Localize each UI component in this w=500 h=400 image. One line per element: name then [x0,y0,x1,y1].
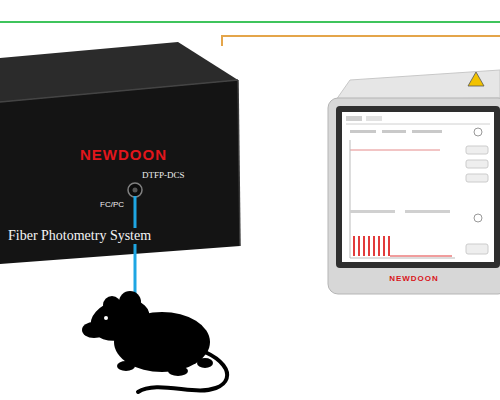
brand-name: NEWDOON [80,146,167,163]
mouse-eye [104,316,108,320]
box-edge [0,80,238,102]
photometry-box: NEWDOON DTFP-DCS FC/PC Fiber Photometry Sys… [0,102,238,262]
control-device: NEWDOON [328,272,500,290]
brand-name: NEWDOON [328,274,500,283]
mouse-figure [82,291,227,392]
product-name: Fiber Photometry System [6,228,153,244]
fiber-port-core [133,188,138,193]
device-housing [328,98,500,294]
box-edge [238,80,240,246]
orange-cable [222,36,500,46]
screen-bezel [336,106,500,268]
screen-display [342,112,494,262]
device-top-face [336,70,500,100]
screen-ui [346,116,490,258]
box-front-face [0,80,240,264]
warning-triangle [468,72,484,86]
fiber-port [128,183,142,197]
port-label: FC/PC [100,200,124,209]
optical-fiber [134,196,137,300]
model-number: DTFP-DCS [142,170,185,180]
green-cable [0,21,500,23]
